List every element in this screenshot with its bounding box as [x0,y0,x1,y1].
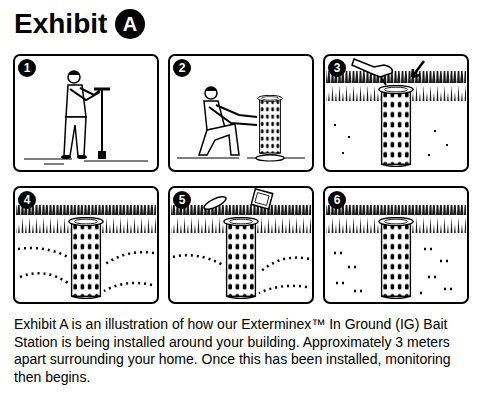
panel-crouching-part [258,95,283,154]
panel-digging-part [64,117,86,156]
callout-number: 4 [18,191,36,209]
panel-bait-drop-part [379,85,413,166]
panel-ants-arriving-part [14,187,158,303]
panel-bait-drop-part [382,79,386,85]
callout-number: 2 [173,59,191,77]
step-number: 4 [24,194,31,206]
step-number: 6 [334,194,341,206]
panel-digging [14,55,158,171]
step-number: 1 [24,62,31,74]
panel-ants-arriving-part [69,217,103,298]
panel-crouching-part [256,155,284,161]
panel-lid-part [255,193,269,206]
panel-digging-part [14,55,158,171]
panel-crouching-part [199,124,239,155]
panel-digging-part [101,89,103,155]
panel-monitoring [324,187,468,303]
panel-lid-part [169,187,313,303]
panel-digging-part [70,88,100,100]
exhibit-letter: A [123,14,137,34]
caption: Exhibit A is an illustration of how our … [14,316,470,386]
panel-bait-drop-part [324,55,468,171]
panel-monitoring-part [379,217,413,298]
panel-crouching-part [209,105,257,125]
panel-digging-part [68,71,80,83]
panel-ants-arriving [14,187,158,303]
panel-digging-part [61,155,71,159]
step-number: 2 [179,62,186,74]
panel-crouching-part [169,55,313,171]
panel-bait-drop-part [352,59,392,77]
callout-number: 3 [328,59,346,77]
panel-digging-part [68,71,80,75]
panel-digging-part [77,155,87,159]
panel-crouching-part [177,158,305,159]
panel-crouching-part [205,87,217,99]
exhibit-letter-circle: A [115,9,145,39]
panel-crouching-part [205,87,217,91]
step-number: 3 [334,62,341,74]
panel-bait-drop-part [412,61,424,77]
panel-crouching [169,55,313,171]
panel-lid-part [251,189,273,209]
panel-digging-part [98,151,106,159]
panel-lid [169,187,313,303]
panel-bait-drop [324,55,468,171]
panel-monitoring-part [324,187,468,303]
callout-number: 6 [328,191,346,209]
panel-lid-part [202,194,227,211]
panel-digging-part [24,159,148,164]
callout-number: 5 [173,191,191,209]
heading: Exhibit [14,8,107,40]
step-number: 5 [179,194,186,206]
panel-lid-part [224,217,258,298]
callout-number: 1 [18,59,36,77]
panel-digging-part [94,88,110,91]
